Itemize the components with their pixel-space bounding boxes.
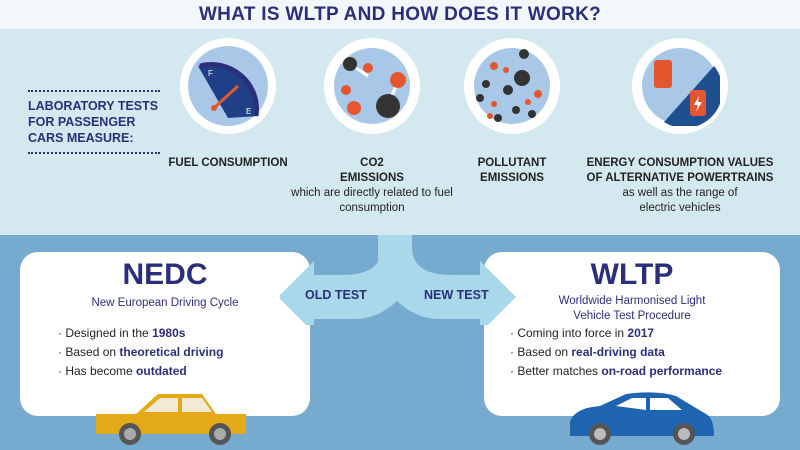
fuel-pump-battery-icon [632, 38, 728, 134]
list-item: Based on real-driving data [510, 343, 722, 362]
nedc-title: NEDC [122, 258, 208, 291]
list-item: Coming into force in 2017 [510, 324, 722, 343]
list-item: Based on theoretical driving [58, 343, 223, 362]
page-title: WHAT IS WLTP AND HOW DOES IT WORK? [198, 4, 602, 25]
measure-fuel: FUEL CONSUMPTION [168, 157, 288, 169]
list-item: Has become outdated [58, 362, 223, 381]
measure-pollutants: POLLUTANT EMISSIONS [477, 157, 547, 184]
svg-text:F: F [208, 69, 213, 78]
wltp-card: WLTP Worldwide Harmonised Light Vehicle … [484, 252, 780, 416]
nedc-points: Designed in the 1980s Based on theoretic… [58, 324, 223, 381]
old-new-arrows [280, 235, 516, 325]
title-bar [0, 0, 800, 29]
list-item: Better matches on-road performance [510, 362, 722, 381]
nedc-fullname: New European Driving Cycle [91, 297, 239, 309]
svg-text:E: E [246, 107, 251, 116]
old-test-label: OLD TEST [305, 288, 367, 302]
pollutant-molecules-icon [464, 38, 560, 134]
blue-car-icon [570, 392, 714, 445]
list-item: Designed in the 1980s [58, 324, 223, 343]
measure-energy: ENERGY CONSUMPTION VALUES OF ALTERNATIVE… [586, 157, 774, 214]
co2-molecule-icon [324, 38, 420, 134]
wltp-points: Coming into force in 2017 Based on real-… [510, 324, 722, 381]
yellow-car-icon [96, 394, 246, 445]
wltp-title: WLTP [590, 258, 674, 291]
nedc-card: NEDC New European Driving Cycle Designed… [20, 252, 310, 416]
wltp-fullname: Worldwide Harmonised Light Vehicle Test … [558, 295, 706, 322]
intro-label: LABORATORY TESTS FOR PASSENGER CARS MEAS… [28, 90, 160, 154]
new-test-label: NEW TEST [424, 288, 489, 302]
